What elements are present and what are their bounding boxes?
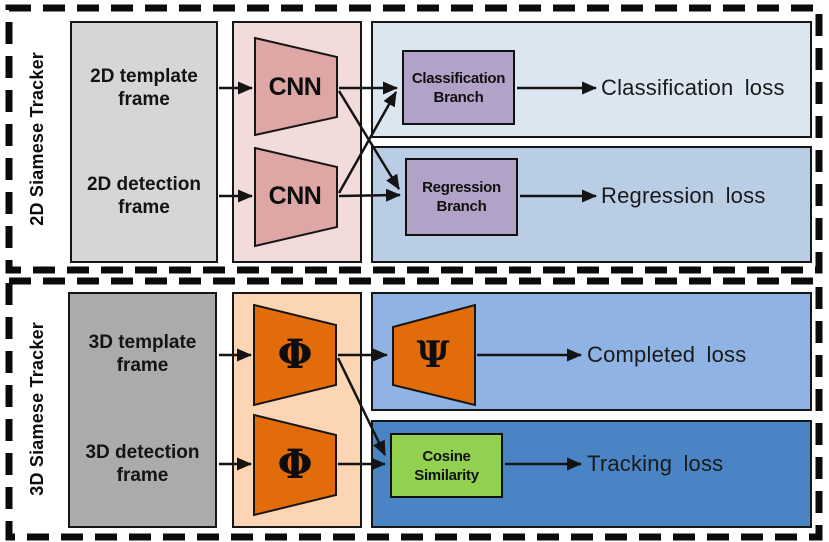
- classification-loss-label: Classification loss: [601, 75, 785, 100]
- cnn-panel: [232, 21, 362, 263]
- phi-top-label: Φ: [277, 331, 313, 378]
- input-2d-detection-line1: 2D detection: [86, 174, 202, 195]
- tracking-loss-label: Tracking loss: [587, 451, 724, 476]
- cosine-label-line1: Cosine: [422, 447, 471, 465]
- input-2d-detection-label: 2D detection frame: [70, 173, 218, 219]
- psi-label: Ψ: [416, 334, 450, 376]
- phi-bottom-label: Φ: [277, 441, 313, 488]
- frame-box-2d: [70, 21, 218, 263]
- regression-branch-label-line1: Regression: [422, 179, 501, 196]
- classification-branch-label-line2: Branch: [433, 88, 484, 106]
- regression-branch-box: Regression Branch: [405, 158, 518, 236]
- cosine-similarity-box: Cosine Similarity: [390, 433, 503, 498]
- regression-loss-label: Regression loss: [601, 183, 766, 208]
- regression-branch-label-line2: Branch: [436, 198, 487, 215]
- input-3d-template-label: 3D template frame: [68, 331, 217, 377]
- input-2d-template-line2: frame: [118, 89, 170, 110]
- 2d-section-label-text: 2D Siamese Tracker: [26, 52, 47, 226]
- input-2d-template-line1: 2D template: [90, 66, 198, 87]
- input-2d-detection-line2: frame: [118, 197, 170, 218]
- input-3d-detection-label: 3D detection frame: [68, 441, 217, 487]
- classification-branch-label-line1: Classification: [411, 69, 506, 87]
- completed-loss-label: Completed loss: [587, 342, 747, 367]
- input-3d-template-line2: frame: [116, 355, 169, 376]
- input-3d-detection-line1: 3D detection: [85, 442, 200, 463]
- input-2d-template-label: 2D template frame: [70, 65, 218, 111]
- 3d-section-label-text: 3D Siamese Tracker: [26, 322, 47, 496]
- cosine-label-line2: Similarity: [414, 466, 479, 484]
- input-3d-detection-line2: frame: [116, 465, 169, 486]
- 3d-section-label: 3D Siamese Tracker: [14, 283, 60, 535]
- input-3d-template-line1: 3D template: [88, 332, 197, 353]
- phi-panel: [232, 292, 362, 528]
- frame-box-3d: [68, 292, 217, 528]
- cnn-top-label: CNN: [268, 73, 322, 101]
- classification-branch-box: Classification Branch: [402, 50, 515, 125]
- 2d-section-label: 2D Siamese Tracker: [14, 10, 60, 268]
- cnn-bottom-label: CNN: [268, 182, 322, 210]
